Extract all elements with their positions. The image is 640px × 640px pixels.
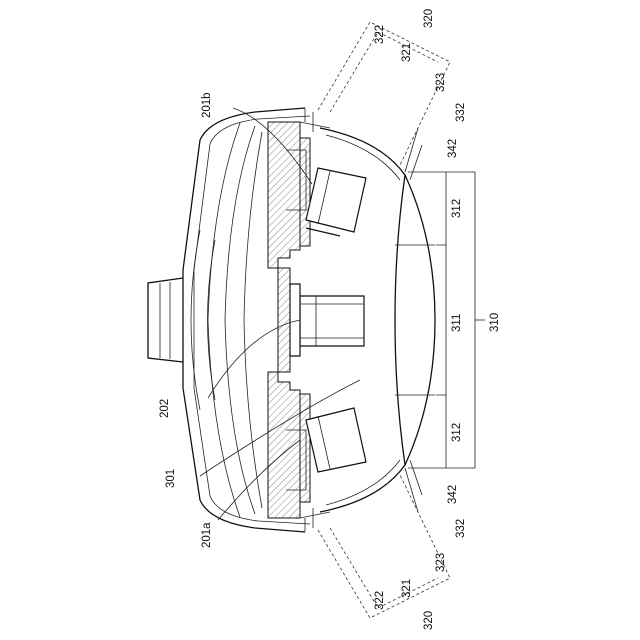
label-342-top: 342 [447,139,459,158]
label-311: 311 [451,314,463,332]
label-301: 301 [165,469,177,488]
label-323-top: 323 [435,73,447,92]
label-323-bottom: 323 [435,553,447,572]
label-201b: 201b [201,92,213,118]
label-312-top: 312 [451,199,463,218]
label-321-top: 321 [401,43,413,62]
label-321-bottom: 321 [401,579,413,598]
label-322-bottom: 322 [374,591,386,610]
label-201a: 201a [201,522,213,548]
label-312-bottom: 312 [451,423,463,442]
label-310: 310 [489,313,501,332]
label-320-top: 320 [423,9,435,28]
label-342-bottom: 342 [447,485,459,504]
label-320-bottom: 320 [423,611,435,630]
inlet-pipe [148,230,215,410]
label-332-top: 332 [455,103,467,122]
label-202: 202 [159,399,171,418]
label-332-bottom: 332 [455,519,467,538]
label-322-top: 322 [374,25,386,44]
